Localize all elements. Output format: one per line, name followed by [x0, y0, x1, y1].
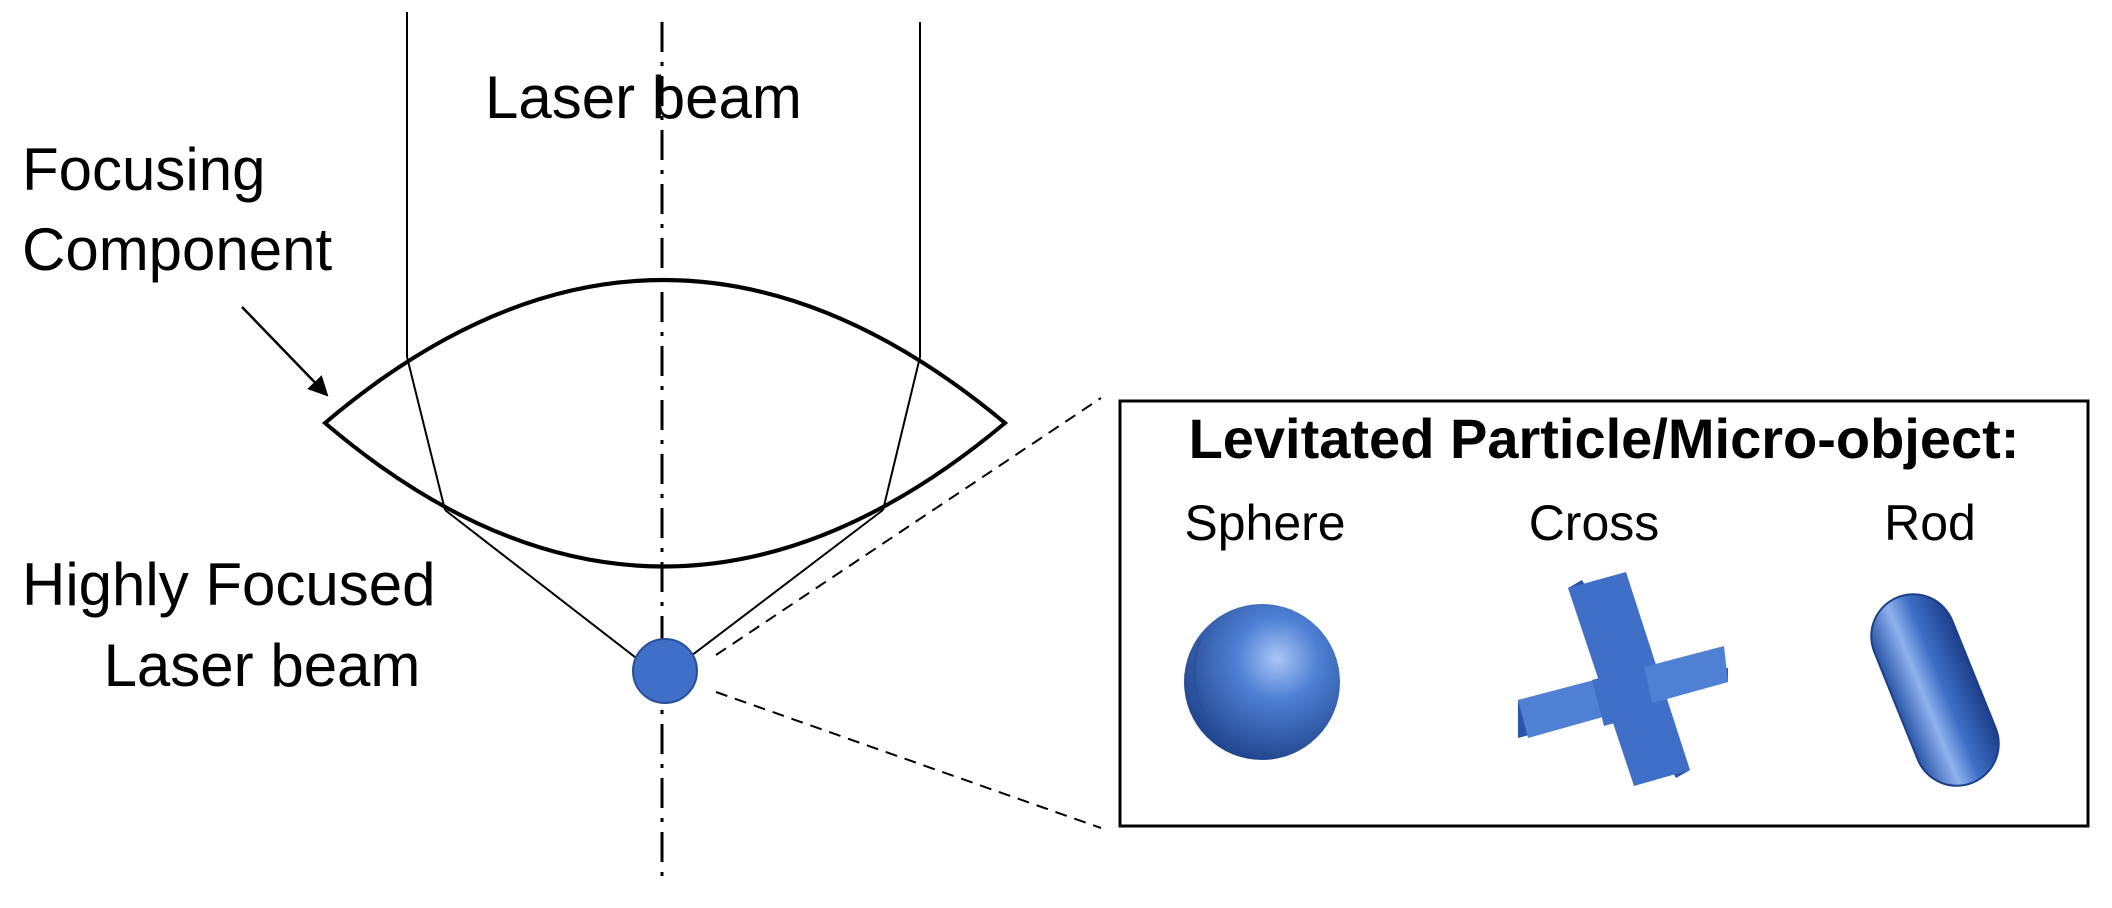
focusing-lens [321, 278, 1009, 569]
shape-label-sphere: Sphere [1184, 495, 1345, 551]
lens-pointer-arrow [241, 306, 329, 397]
focused-ray-left [444, 509, 663, 679]
zoom-line-top [715, 397, 1102, 656]
focusing-label-line2: Component [22, 216, 333, 283]
zoom-line-bottom [715, 691, 1102, 829]
cross-particle [1518, 572, 1728, 786]
focused-beam-label-line2: Laser beam [104, 632, 421, 699]
sphere-particle [1184, 604, 1340, 760]
focusing-label-line1: Focusing [22, 136, 265, 203]
rod-particle [1870, 593, 2000, 787]
laser-beam-label: Laser beam [485, 64, 802, 131]
focused-beam-label-line1: Highly Focused [22, 551, 436, 618]
refracted-ray-left [406, 356, 446, 511]
shape-label-cross: Cross [1529, 495, 1660, 551]
shape-label-rod: Rod [1884, 495, 1976, 551]
focused-ray-right [661, 509, 884, 679]
levitated-particle [632, 638, 698, 704]
refracted-ray-right [882, 356, 921, 511]
inset-title: Levitated Particle/Micro-object: [1189, 407, 2020, 470]
